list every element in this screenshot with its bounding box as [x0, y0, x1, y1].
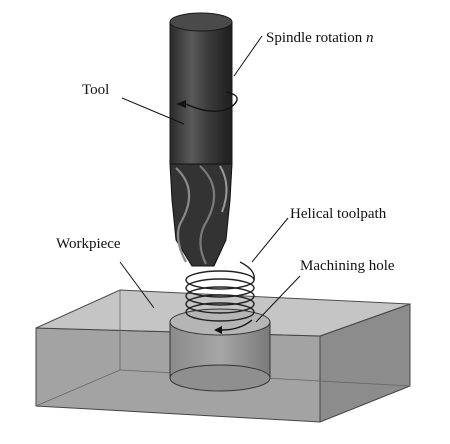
- end-mill-tool: [169, 12, 238, 267]
- spindle-rotation-label: Spindle rotation n: [266, 30, 374, 46]
- helical-toolpath: [185, 261, 255, 322]
- workpiece-label: Workpiece: [56, 236, 121, 252]
- machining-hole-label: Machining hole: [300, 258, 395, 274]
- machining-hole: [169, 308, 271, 392]
- tool-label: Tool: [82, 82, 109, 98]
- leader-lines: [119, 35, 301, 323]
- helical-toolpath-label: Helical toolpath: [290, 206, 387, 222]
